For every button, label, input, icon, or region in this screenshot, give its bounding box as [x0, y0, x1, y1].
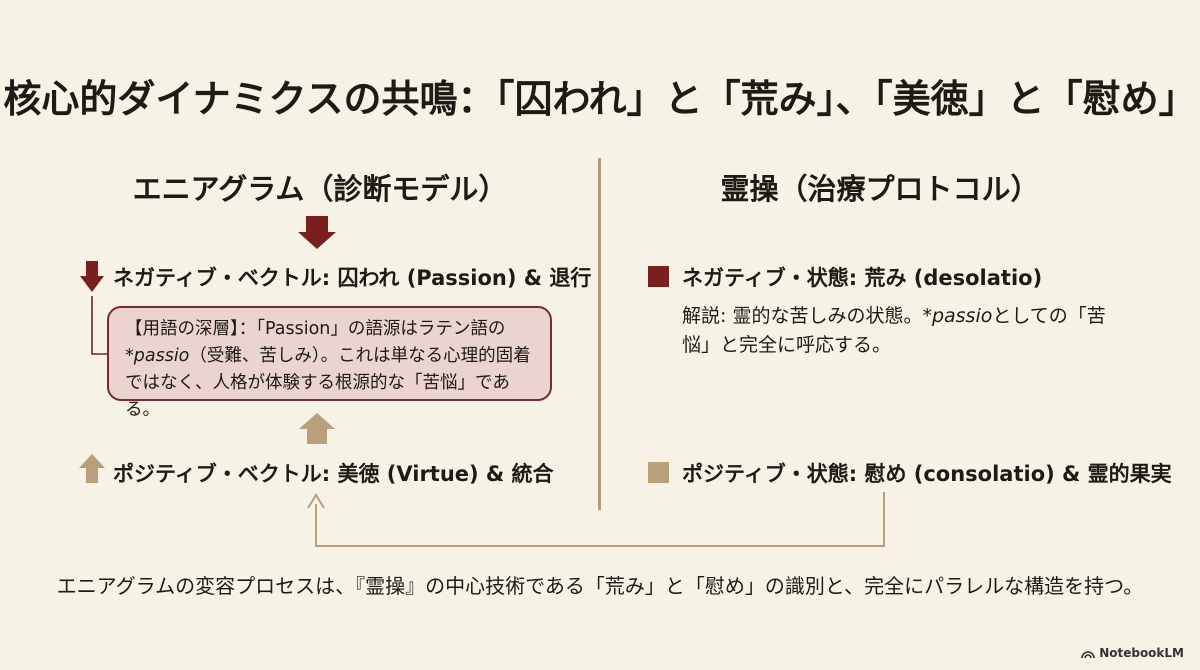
integration-up-arrow-icon	[299, 413, 335, 444]
summary-footer: エニアグラムの変容プロセスは、『霊操』の中心技術である「荒み」と「慰め」の識別と…	[56, 574, 1144, 598]
desolatio-explanation: 解説: 霊的な苦しみの状態。*passioとしての「苦悩」と完全に呼応する。	[682, 302, 1112, 360]
positive-vector-label: ポジティブ・ベクトル: 美徳 (Virtue) & 統合	[113, 462, 554, 486]
positive-state-marker-icon	[648, 462, 669, 483]
callout-passio-term: *passio	[125, 346, 190, 366]
negative-vector-label: ネガティブ・ベクトル: 囚われ (Passion) & 退行	[113, 266, 592, 290]
notebooklm-logo-icon	[1081, 650, 1095, 658]
brand-label: NotebookLM	[1099, 646, 1184, 660]
callout-line-3: ではなく、人格が体験する根源的な「苦悩」である。	[125, 373, 510, 420]
callout-line-1: 【用語の深層】：「Passion」の語源はラテン語の	[125, 319, 506, 339]
negative-down-arrow-icon	[80, 261, 104, 292]
positive-up-arrow-icon	[79, 454, 105, 483]
spiritual-exercises-heading: 霊操（治療プロトコル）	[720, 172, 1040, 206]
column-divider	[598, 158, 601, 510]
positive-state-label: ポジティブ・状態: 慰め (consolatio) & 霊的果実	[682, 462, 1172, 486]
page-title: 核心的ダイナミクスの共鳴：「囚われ」と「荒み」、「美徳」と「慰め」	[3, 77, 1197, 121]
callout-line-2-text: （受難、苦しみ）。これは単なる心理的固着	[189, 346, 531, 366]
notebooklm-brand: NotebookLM	[1081, 646, 1184, 660]
explanation-suffix: としての「苦悩」と完全に呼応する。	[682, 305, 1106, 356]
bracket-arrowhead-icon	[307, 493, 325, 509]
negative-state-marker-icon	[648, 266, 669, 287]
enneagram-heading: エニアグラム（診断モデル）	[132, 172, 508, 206]
negative-state-label: ネガティブ・状態: 荒み (desolatio)	[682, 266, 1043, 290]
explanation-passio-term: *passio	[922, 305, 993, 327]
passion-etymology-callout: 【用語の深層】：「Passion」の語源はラテン語の *passio（受難、苦し…	[107, 306, 552, 420]
callout-line-2: *passio（受難、苦しみ）。これは単なる心理的固着	[125, 343, 540, 370]
explanation-prefix: 解説: 霊的な苦しみの状態。	[682, 305, 923, 327]
callout-connector-line	[91, 296, 107, 355]
regression-down-arrow-icon	[298, 216, 336, 249]
